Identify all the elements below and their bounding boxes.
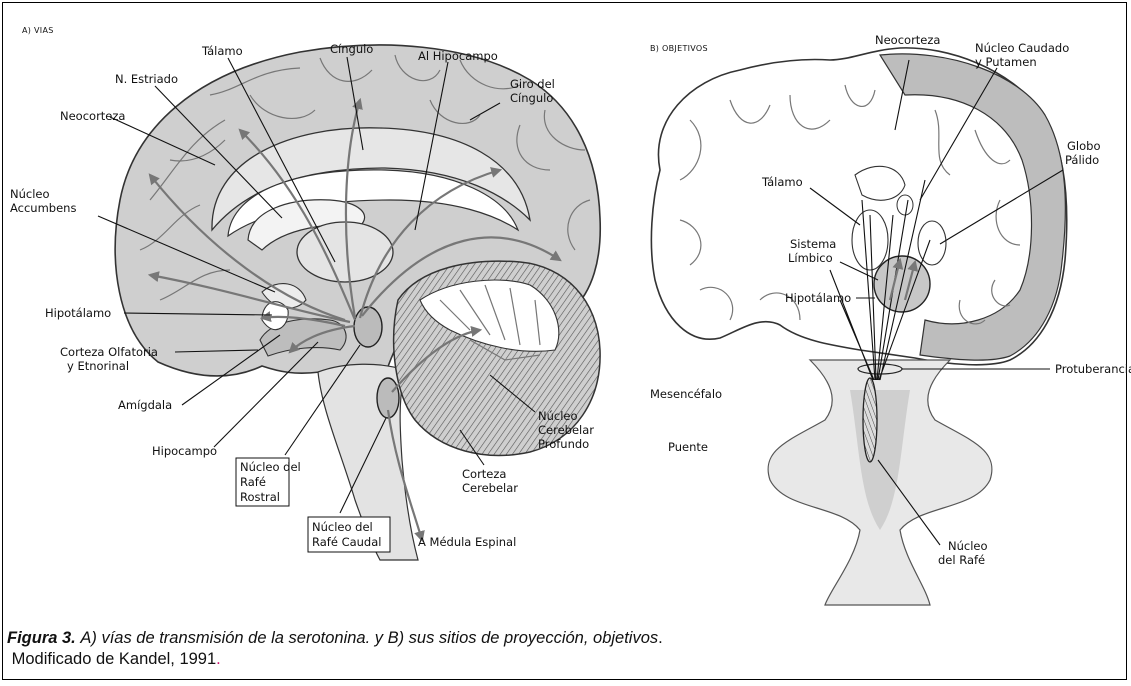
label-medula-espinal: A Médula Espinal <box>418 535 516 549</box>
caption-line-1: Figura 3. A) vías de transmisión de la s… <box>7 628 1117 649</box>
figure-artwork: A) VIAS <box>0 0 1131 620</box>
label-amigdala: Amígdala <box>118 398 172 412</box>
label-protuberancia: Protuberancia <box>1055 362 1131 376</box>
label-caudado-2: y Putamen <box>975 55 1037 69</box>
label-rafe-b-1: Núcleo <box>948 539 988 553</box>
label-giro-cingulo-1: Giro del <box>510 77 555 91</box>
caption-source: Modificado de Kandel, 1991 <box>12 650 217 668</box>
panel-a: A) VIAS <box>10 26 600 560</box>
label-corteza-olfatoria-1: Corteza Olfatoria <box>60 345 158 359</box>
label-sistema-2: Límbico <box>788 251 833 265</box>
label-hipocampo: Hipocampo <box>152 444 217 458</box>
label-corteza-cerebelar-2: Cerebelar <box>462 481 518 495</box>
label-puente: Puente <box>668 440 708 454</box>
caption-line-2: Modificado de Kandel, 1991. <box>7 649 1117 670</box>
label-hipotalamo-b: Hipotálamo <box>785 291 851 305</box>
caption-source-period: . <box>216 650 221 668</box>
label-nucleo-accumbens-2: Accumbens <box>10 201 76 215</box>
putamen <box>897 195 913 215</box>
panel-b-title: B) OBJETIVOS <box>650 44 708 53</box>
label-nucleo-accumbens-1: Núcleo <box>10 187 50 201</box>
label-al-hipocampo: Al Hipocampo <box>418 49 498 63</box>
label-nucleo-cerebelar-3: Profundo <box>538 437 589 451</box>
label-corteza-cerebelar-1: Corteza <box>462 467 506 481</box>
label-globo-2: Pálido <box>1065 153 1099 167</box>
label-caudado-1: Núcleo Caudado <box>975 41 1069 55</box>
figure-caption: Figura 3. A) vías de transmisión de la s… <box>7 628 1117 670</box>
raphe-rostral-nucleus <box>354 307 382 347</box>
panel-b: B) OBJETIVOS <box>650 33 1131 605</box>
caption-text: A) vías de transmisión de la serotonina.… <box>80 629 658 647</box>
label-mesencefalo: Mesencéfalo <box>650 387 722 401</box>
label-n-estriado: N. Estriado <box>115 72 178 86</box>
panel-a-title: A) VIAS <box>22 26 54 35</box>
label-globo-1: Globo <box>1067 139 1100 153</box>
caption-figure-label: Figura 3. <box>7 629 76 647</box>
label-cingulo: Cíngulo <box>330 42 373 56</box>
label-rafe-rostral-1: Núcleo del <box>240 460 301 474</box>
label-nucleo-cerebelar-2: Cerebelar <box>538 423 594 437</box>
label-rafe-b-2: del Rafé <box>938 553 985 567</box>
label-neocorteza-a: Neocorteza <box>60 109 125 123</box>
label-hipotalamo-a: Hipotálamo <box>45 306 111 320</box>
thalamus <box>297 222 393 282</box>
raphe-nucleus-b <box>863 378 877 462</box>
label-talamo-a: Tálamo <box>201 44 243 58</box>
label-rafe-caudal-2: Rafé Caudal <box>312 535 381 549</box>
caption-end-period: . <box>658 629 663 647</box>
label-corteza-olfatoria-2: y Etnorinal <box>67 359 129 373</box>
label-rafe-rostral-2: Rafé <box>240 475 266 489</box>
label-giro-cingulo-2: Cíngulo <box>510 91 553 105</box>
label-neocorteza-b: Neocorteza <box>875 33 940 47</box>
label-rafe-rostral-3: Rostral <box>240 490 280 504</box>
label-talamo-b: Tálamo <box>761 175 803 189</box>
label-rafe-caudal-1: Núcleo del <box>312 520 373 534</box>
label-nucleo-cerebelar-1: Núcleo <box>538 409 578 423</box>
label-sistema-1: Sistema <box>790 237 836 251</box>
